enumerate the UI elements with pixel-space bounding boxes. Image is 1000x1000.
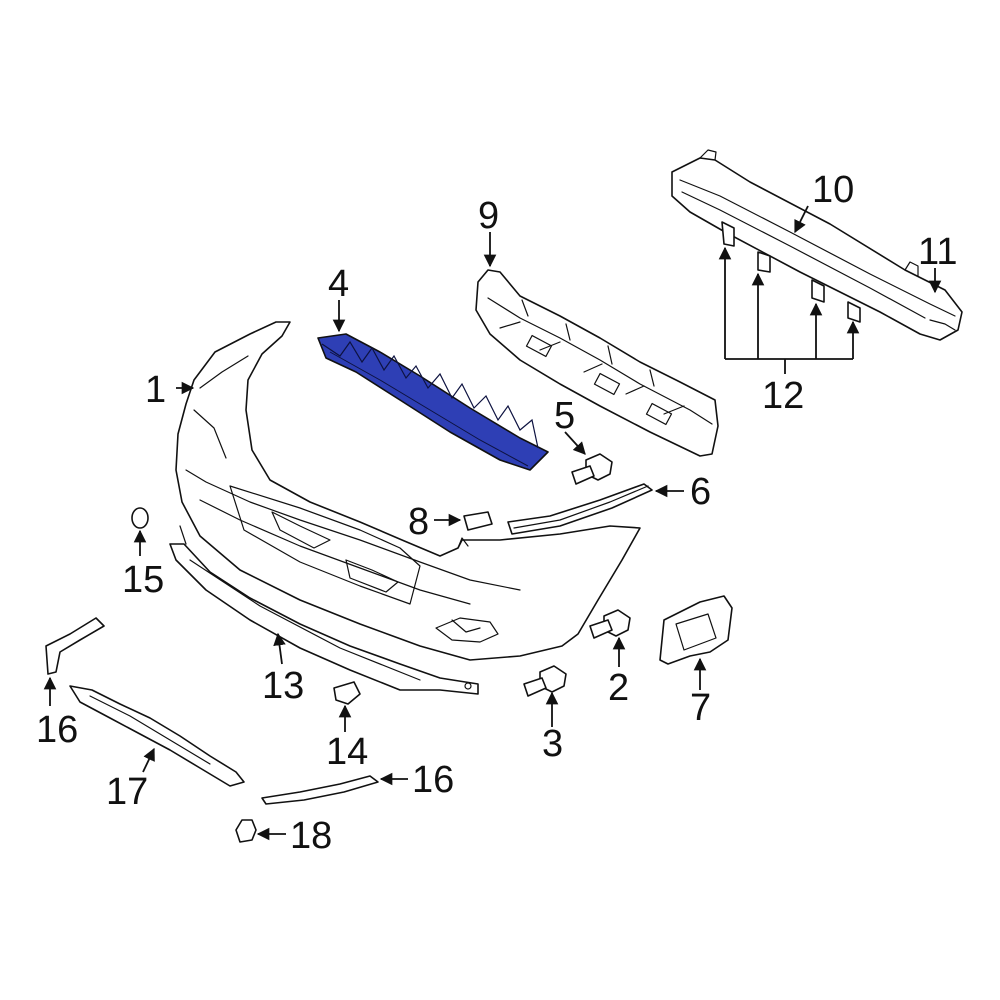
- push-pin-14-part[interactable]: [333, 681, 361, 705]
- bolt-2-part[interactable]: [589, 609, 631, 639]
- bumper-cover-part[interactable]: [175, 321, 641, 661]
- callout-10: 10: [812, 169, 854, 211]
- callout-16-right: 16: [412, 759, 454, 801]
- trim-16-right-part[interactable]: [261, 775, 379, 805]
- callout-12: 12: [762, 375, 804, 417]
- callout-13: 13: [262, 665, 304, 707]
- callout-17: 17: [106, 771, 148, 813]
- reinforcement-beam-part[interactable]: [671, 149, 963, 341]
- fastener-18-part[interactable]: [235, 819, 257, 843]
- callout-6: 6: [690, 471, 711, 513]
- callout-15: 15: [122, 559, 164, 601]
- grommet-15-part[interactable]: [131, 507, 149, 529]
- beam-bracket-parts[interactable]: [721, 221, 861, 323]
- skid-plate-17-part[interactable]: [69, 685, 245, 787]
- callout-2: 2: [608, 667, 629, 709]
- callout-9: 9: [478, 195, 499, 237]
- callout-11: 11: [918, 231, 957, 273]
- side-bracket-7-part[interactable]: [659, 595, 733, 665]
- callout-4: 4: [328, 263, 349, 305]
- scuff-pad-part-highlighted[interactable]: [317, 333, 549, 471]
- bumper-strip-part[interactable]: [507, 483, 653, 535]
- callout-14: 14: [326, 731, 368, 773]
- energy-absorber-part[interactable]: [475, 269, 719, 457]
- callout-1: 1: [145, 369, 166, 411]
- callout-18: 18: [290, 815, 332, 857]
- callout-16-left: 16: [36, 709, 78, 751]
- callout-5: 5: [554, 395, 575, 437]
- leader-lines: [43, 205, 942, 841]
- bolt-3-part[interactable]: [523, 665, 567, 697]
- lower-valance-part[interactable]: [169, 525, 479, 695]
- callout-3: 3: [542, 723, 563, 765]
- clip-8-part[interactable]: [463, 511, 493, 531]
- bolt-5-part[interactable]: [571, 453, 613, 485]
- callout-7: 7: [690, 687, 711, 729]
- callout-8: 8: [408, 501, 429, 543]
- trim-16-left-part[interactable]: [45, 617, 105, 675]
- callout-labels: 1 4 9 10 11 12 5 6 8 15 13 2 3 7 14 16 1…: [36, 169, 957, 857]
